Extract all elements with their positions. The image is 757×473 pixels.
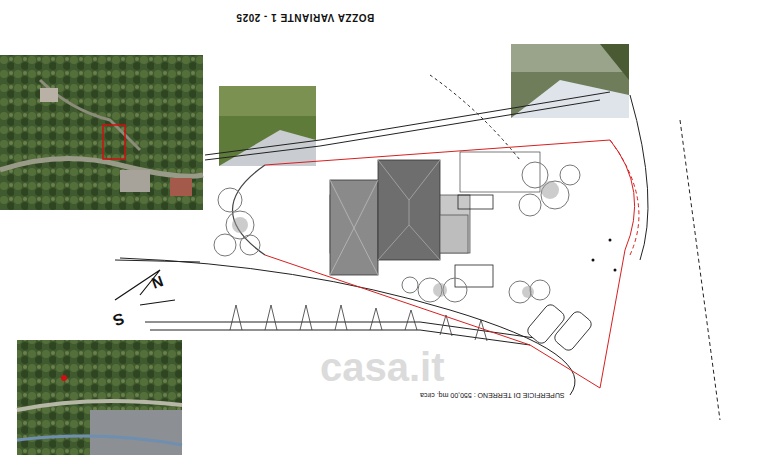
compass-north: N [149,273,165,293]
aerial-photo [0,55,203,210]
compass-south: S [110,309,126,330]
site-photo [511,44,629,118]
parking-cars [525,302,593,352]
road-lines [115,75,720,420]
plan-title: BOZZA VARIANTE 1 - 2025 [236,12,374,23]
trees [214,162,580,303]
area-note: SUPERFICIE DI TERRENO : 550,00 mq. circa [420,392,565,399]
watermark: casa.it [320,345,445,390]
site-photo [219,86,316,166]
aerial-photo [17,340,182,455]
building [330,152,540,287]
